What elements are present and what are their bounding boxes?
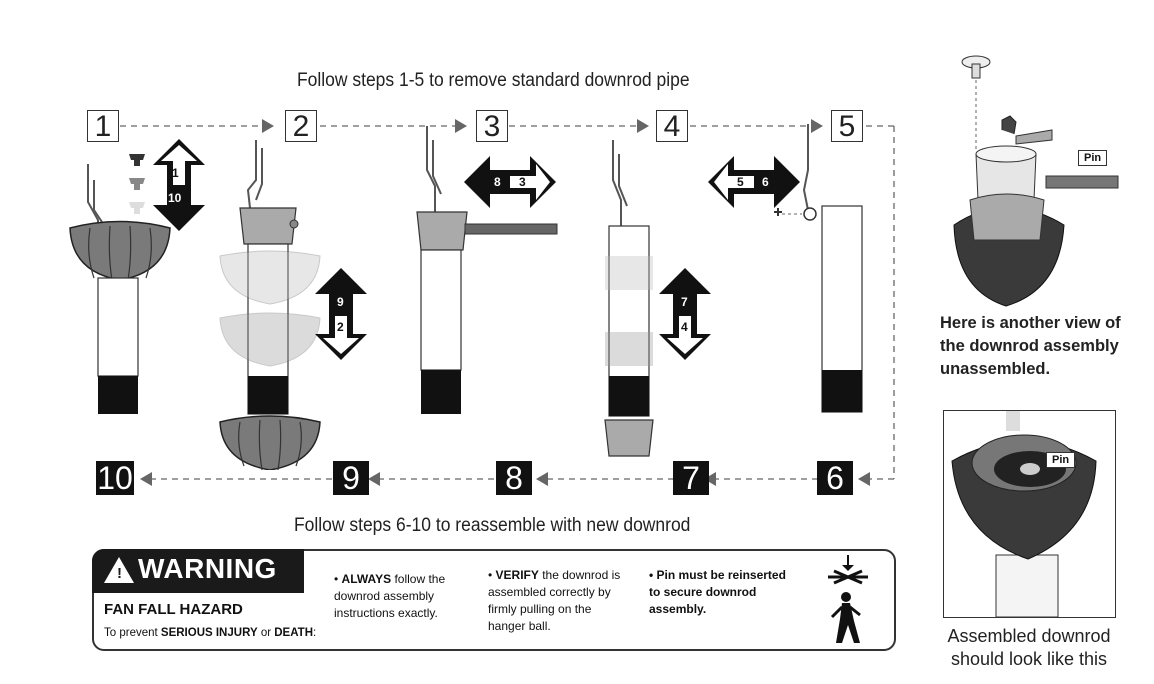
step-3-illustration [416,126,558,414]
assembled-text: Assembled downrod should look like this [940,625,1118,671]
arrow-2-label-up: 9 [337,295,344,309]
step-2-box: 2 [285,110,317,143]
assembled-view-illustration [951,411,1097,617]
step-1-illustration [69,164,171,414]
warning-triangle-icon: ! [104,557,134,583]
other-view-text: Here is another view of the downrod asse… [940,312,1121,381]
step-4-box: 4 [656,110,688,143]
step-10-box: 10 [96,460,134,496]
unassembled-view-illustration [953,55,1119,307]
other-view-line-3: unassembled. [940,360,1051,378]
arrow-9-2 [315,268,367,360]
other-view-line-2: the downrod assembly [940,337,1119,355]
arrow-3-label-right: 3 [519,175,526,189]
arrow-2-label-down: 2 [337,320,344,334]
warning-panel: ! WARNING FAN FALL HAZARD To prevent SER… [92,549,896,651]
arrow-1-label-down: 10 [168,191,182,205]
falling-fan-icon [828,555,868,643]
assembled-line-2: should look like this [950,649,1108,669]
caption-bottom: Follow steps 6-10 to reassemble with new… [294,515,691,536]
warning-bullet-1: • ALWAYS follow the downrod assembly ins… [334,572,446,620]
warning-title: WARNING [138,553,277,584]
arrow-7-4 [659,268,711,360]
warning-bullet-3: • Pin must be reinserted to secure downr… [649,568,786,616]
arrow-1-10 [153,139,205,231]
step-4-illustration [604,140,654,457]
step-5-box: 5 [831,110,863,143]
assembled-line-1: Assembled downrod [947,626,1111,646]
arrow-8-3 [464,156,556,208]
other-view-line-1: Here is another view of [940,314,1121,332]
step-1-box: 1 [87,110,119,143]
caption-top: Follow steps 1-5 to remove standard down… [297,70,690,91]
arrow-5-label-left: 5 [737,175,744,189]
step-5-illustration [774,124,863,413]
step-7-box: 7 [673,461,709,495]
step-9-box: 9 [333,461,369,495]
step-2-illustration [219,140,321,470]
warning-header: ! WARNING [92,549,304,593]
screw-icons [129,154,145,214]
arrow-1-label-up: 1 [172,166,179,180]
arrow-5-6 [708,156,800,208]
hazard-title: FAN FALL HAZARD [104,601,243,618]
step-3-box: 3 [476,110,508,143]
step-8-box: 8 [496,461,532,495]
arrow-4-label-down: 4 [681,320,688,334]
pin-label-1: Pin [1078,150,1108,166]
hazard-subtitle: To prevent SERIOUS INJURY or DEATH: [104,627,317,639]
pin-label-2: Pin [1046,452,1076,468]
step-6-box: 6 [817,461,853,495]
arrow-3-label-left: 8 [494,175,501,189]
arrow-4-label-up: 7 [681,295,688,309]
arrow-5-label-right: 6 [762,175,769,189]
warning-bullet-2: • VERIFY the downrod is assembled correc… [488,568,621,633]
